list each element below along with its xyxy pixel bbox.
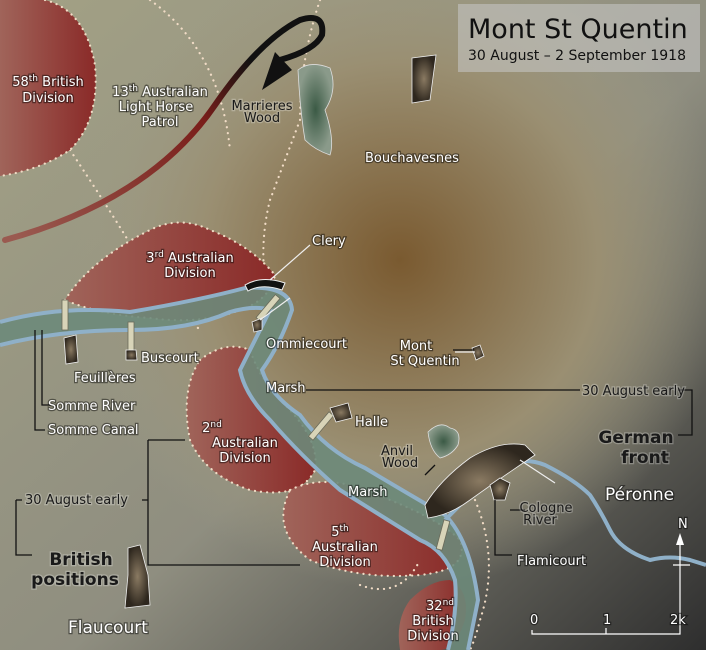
map-title: Mont St Quentin: [468, 14, 688, 45]
marsh-label-2: Marsh: [348, 485, 388, 500]
somme-river: [0, 285, 481, 650]
buscourt-label: Buscourt: [141, 351, 199, 366]
feuilleres-label: Feuillères: [74, 371, 136, 386]
title-box: [458, 4, 700, 72]
arrow-head-icon: [262, 52, 292, 90]
north-arrow-icon: [676, 533, 684, 545]
light-horse-patrol-arrow: [2, 14, 326, 243]
peronne-label: Péronne: [605, 485, 674, 505]
marsh: [0, 287, 478, 650]
division-58-area: [0, 0, 96, 176]
boundary: [68, 0, 322, 332]
flaucourt-label: Flaucourt: [68, 618, 148, 638]
ommiecourt-label: Ommiecourt: [266, 337, 347, 352]
clery-front-arc: [244, 279, 286, 292]
towns: [63, 54, 536, 609]
north-label: N: [678, 517, 688, 532]
halle-label: Halle: [355, 415, 388, 430]
division-32-area: [398, 580, 466, 650]
somme-river-label: Somme River: [48, 399, 136, 414]
clery-label: Clery: [312, 234, 346, 249]
german-front-date: 30 August early: [582, 384, 685, 399]
division-2-area: [186, 346, 316, 493]
scale-tick-1: 1: [603, 613, 611, 628]
scale-bar: [531, 545, 690, 635]
division-5-area: [283, 482, 462, 576]
scale-tick-2k: 2k: [670, 613, 686, 628]
marsh-label-1: Marsh: [266, 381, 306, 396]
flamicourt-label: Flamicourt: [517, 554, 586, 569]
somme-canal-label: Somme Canal: [48, 423, 139, 438]
british-positions-date: 30 August early: [25, 493, 128, 508]
scale-tick-0: 0: [530, 613, 538, 628]
anvil-wood: [427, 424, 460, 459]
map-dates: 30 August – 2 September 1918: [468, 48, 686, 64]
marrieres-wood: [297, 64, 334, 156]
bouchavesnes-label: Bouchavesnes: [365, 151, 459, 166]
